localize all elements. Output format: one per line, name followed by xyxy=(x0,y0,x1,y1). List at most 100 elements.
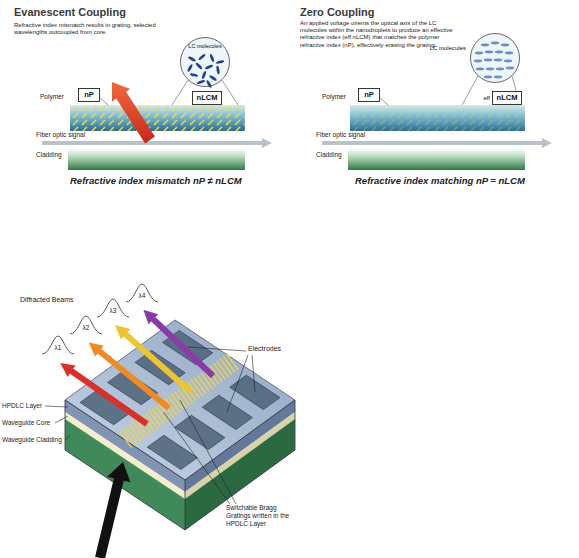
lc-molecule xyxy=(491,42,499,45)
fiber-signal xyxy=(42,141,262,145)
index-symbol: nLCM xyxy=(192,91,222,105)
box-outline xyxy=(493,92,522,105)
zoom-line xyxy=(222,80,238,105)
lc-molecule xyxy=(506,67,514,70)
wavelength-label: λ4 xyxy=(134,292,150,300)
lc-molecule xyxy=(198,53,206,61)
gaussian-peak xyxy=(126,284,158,302)
lc-molecule xyxy=(504,60,512,63)
part-label: HPDLC Layer xyxy=(2,402,62,410)
node-label: eff xyxy=(479,95,490,101)
electrode xyxy=(202,395,252,429)
lc-molecule xyxy=(484,59,492,62)
box-outline xyxy=(359,89,380,102)
part-label: Waveguide Core xyxy=(2,419,62,427)
lc-molecule xyxy=(484,76,492,79)
lc-droplets xyxy=(70,105,245,131)
lc-molecule xyxy=(494,76,502,79)
lc-molecule xyxy=(505,52,513,55)
lc-molecule xyxy=(209,74,217,81)
lc-molecule xyxy=(195,62,203,70)
fiber-signal xyxy=(322,141,542,145)
polymer-layer xyxy=(70,105,245,131)
part-label: Cladding xyxy=(316,151,356,159)
node-label: LC molecules xyxy=(180,43,230,49)
lc-molecule xyxy=(209,54,215,63)
circle-outline xyxy=(471,34,520,83)
lc-droplets xyxy=(350,105,525,131)
electrode xyxy=(230,375,280,409)
lc-molecule xyxy=(495,51,503,54)
gaussian-peak xyxy=(97,299,129,317)
zoom-line xyxy=(172,80,188,105)
leader-line xyxy=(252,355,255,392)
lc-molecule xyxy=(216,60,225,65)
circle-outline xyxy=(470,33,520,83)
spectra xyxy=(42,284,158,354)
description: Refractive index mismatch results in gra… xyxy=(14,22,174,36)
zero-coupling-panel xyxy=(322,76,552,170)
leader-line xyxy=(380,98,388,105)
wavelength-label: λ3 xyxy=(105,307,121,315)
lc-molecule xyxy=(501,44,509,47)
lc-molecule xyxy=(188,56,197,63)
lc-molecule xyxy=(496,68,504,71)
index-box: nP xyxy=(78,88,100,102)
part-label: Electrodes xyxy=(248,345,298,353)
part-label: Polymer xyxy=(40,93,80,101)
part-label: Diffracted Beams xyxy=(20,296,110,304)
leader-line xyxy=(55,416,68,423)
leader-line xyxy=(66,435,70,440)
wavelength-label: λ1 xyxy=(50,344,66,352)
signal-arrowhead xyxy=(262,138,272,148)
evanescent-panel xyxy=(42,80,272,170)
leader-line xyxy=(227,355,248,412)
magnified-circle: LC molecules xyxy=(470,33,520,83)
leader-line xyxy=(45,406,68,407)
leader-line xyxy=(100,98,108,105)
leader-lines xyxy=(164,347,256,504)
box-outline xyxy=(79,89,100,102)
leader-line xyxy=(164,412,231,504)
lc-molecule xyxy=(205,64,214,70)
part-label: Cladding xyxy=(36,151,76,159)
node-label: LC molecules xyxy=(416,45,466,51)
circle-outline xyxy=(181,38,230,87)
lc-molecule xyxy=(476,68,484,71)
lc-molecule xyxy=(486,68,494,71)
lc-molecule xyxy=(206,80,213,89)
index-symbol: nP xyxy=(358,88,380,102)
lc-molecule xyxy=(216,66,220,75)
caption: Refractive index mismatch nP ≠ nLCM xyxy=(70,175,285,186)
part-label: Fiber optic signal xyxy=(316,131,396,139)
gaussian-peak xyxy=(42,336,74,354)
index-box: effnLCM xyxy=(492,91,522,105)
index-box: nP xyxy=(358,88,380,102)
lc-molecule xyxy=(485,51,493,54)
panel-title: Evanescent Coupling xyxy=(14,6,234,19)
cladding-layer xyxy=(348,148,525,170)
electrode xyxy=(175,415,225,449)
device-edge xyxy=(185,480,186,530)
lc-molecule xyxy=(201,71,207,80)
wavelength-label: λ2 xyxy=(78,324,94,332)
lc-molecule xyxy=(197,79,206,85)
electrode xyxy=(147,435,197,469)
outcoupled-beam-arrow xyxy=(112,82,155,143)
diffracted-beam xyxy=(152,318,213,376)
lc-molecule xyxy=(481,44,489,47)
gaussian-peak xyxy=(70,316,102,334)
caption: Refractive index matching nP = nLCM xyxy=(355,175,575,186)
panel-title: Zero Coupling xyxy=(300,6,520,19)
index-box: nLCM xyxy=(192,91,222,105)
cladding-layer xyxy=(68,148,245,170)
part-label: Polymer xyxy=(322,93,362,101)
zoom-line xyxy=(462,76,478,105)
index-symbol: nP xyxy=(78,88,100,102)
leader-line xyxy=(188,347,246,351)
electrode-row xyxy=(147,375,280,469)
magnified-circle: LC molecules xyxy=(180,37,230,87)
leader-line xyxy=(180,400,236,504)
lc-molecule xyxy=(474,60,482,63)
